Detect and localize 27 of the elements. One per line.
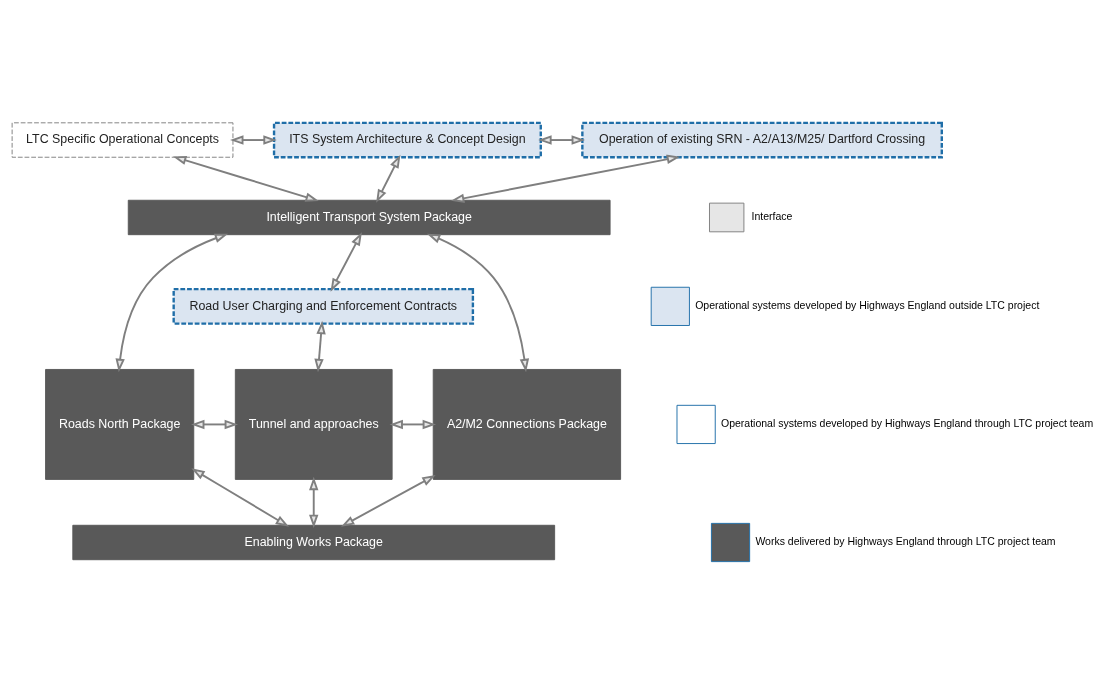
node-box: Road User Charging and Enforcement Contracts — [172, 287, 475, 325]
arrow — [115, 233, 229, 372]
arrow — [389, 419, 437, 429]
arrow — [341, 474, 436, 527]
node-box: Tunnel and approaches — [234, 368, 393, 480]
node-box: Operation of existing SRN - A2/A13/M25/ Dartford Crossing — [581, 121, 943, 158]
arrow — [314, 320, 326, 372]
arrow — [330, 231, 362, 292]
arrow — [172, 155, 319, 202]
arrow — [376, 154, 401, 203]
legend-label: Works delivered by Highways England through LTC project team — [755, 534, 1056, 547]
legend-label: Operational systems developed by Highways England through LTC project team — [720, 416, 1094, 429]
arrow — [426, 233, 530, 372]
node-box: Enabling Works Package — [72, 524, 556, 560]
node-box: ITS System Architecture & Concept Design — [272, 121, 542, 158]
node-box: A2/M2 Connections Package — [432, 368, 622, 480]
node-box: Roads North Package — [45, 368, 195, 480]
node-box: LTC Specific Operational Concepts — [11, 121, 234, 158]
legend-label: Operational systems developed by Highways England outside LTC project — [695, 298, 1040, 311]
arrow — [309, 476, 319, 528]
node-box: Intelligent Transport System Package — [127, 199, 611, 235]
arrow — [538, 134, 585, 145]
legend-label: Interface — [751, 209, 793, 222]
arrow — [230, 134, 277, 145]
arrow — [191, 419, 239, 429]
arrow — [191, 467, 290, 527]
arrow — [450, 154, 681, 203]
